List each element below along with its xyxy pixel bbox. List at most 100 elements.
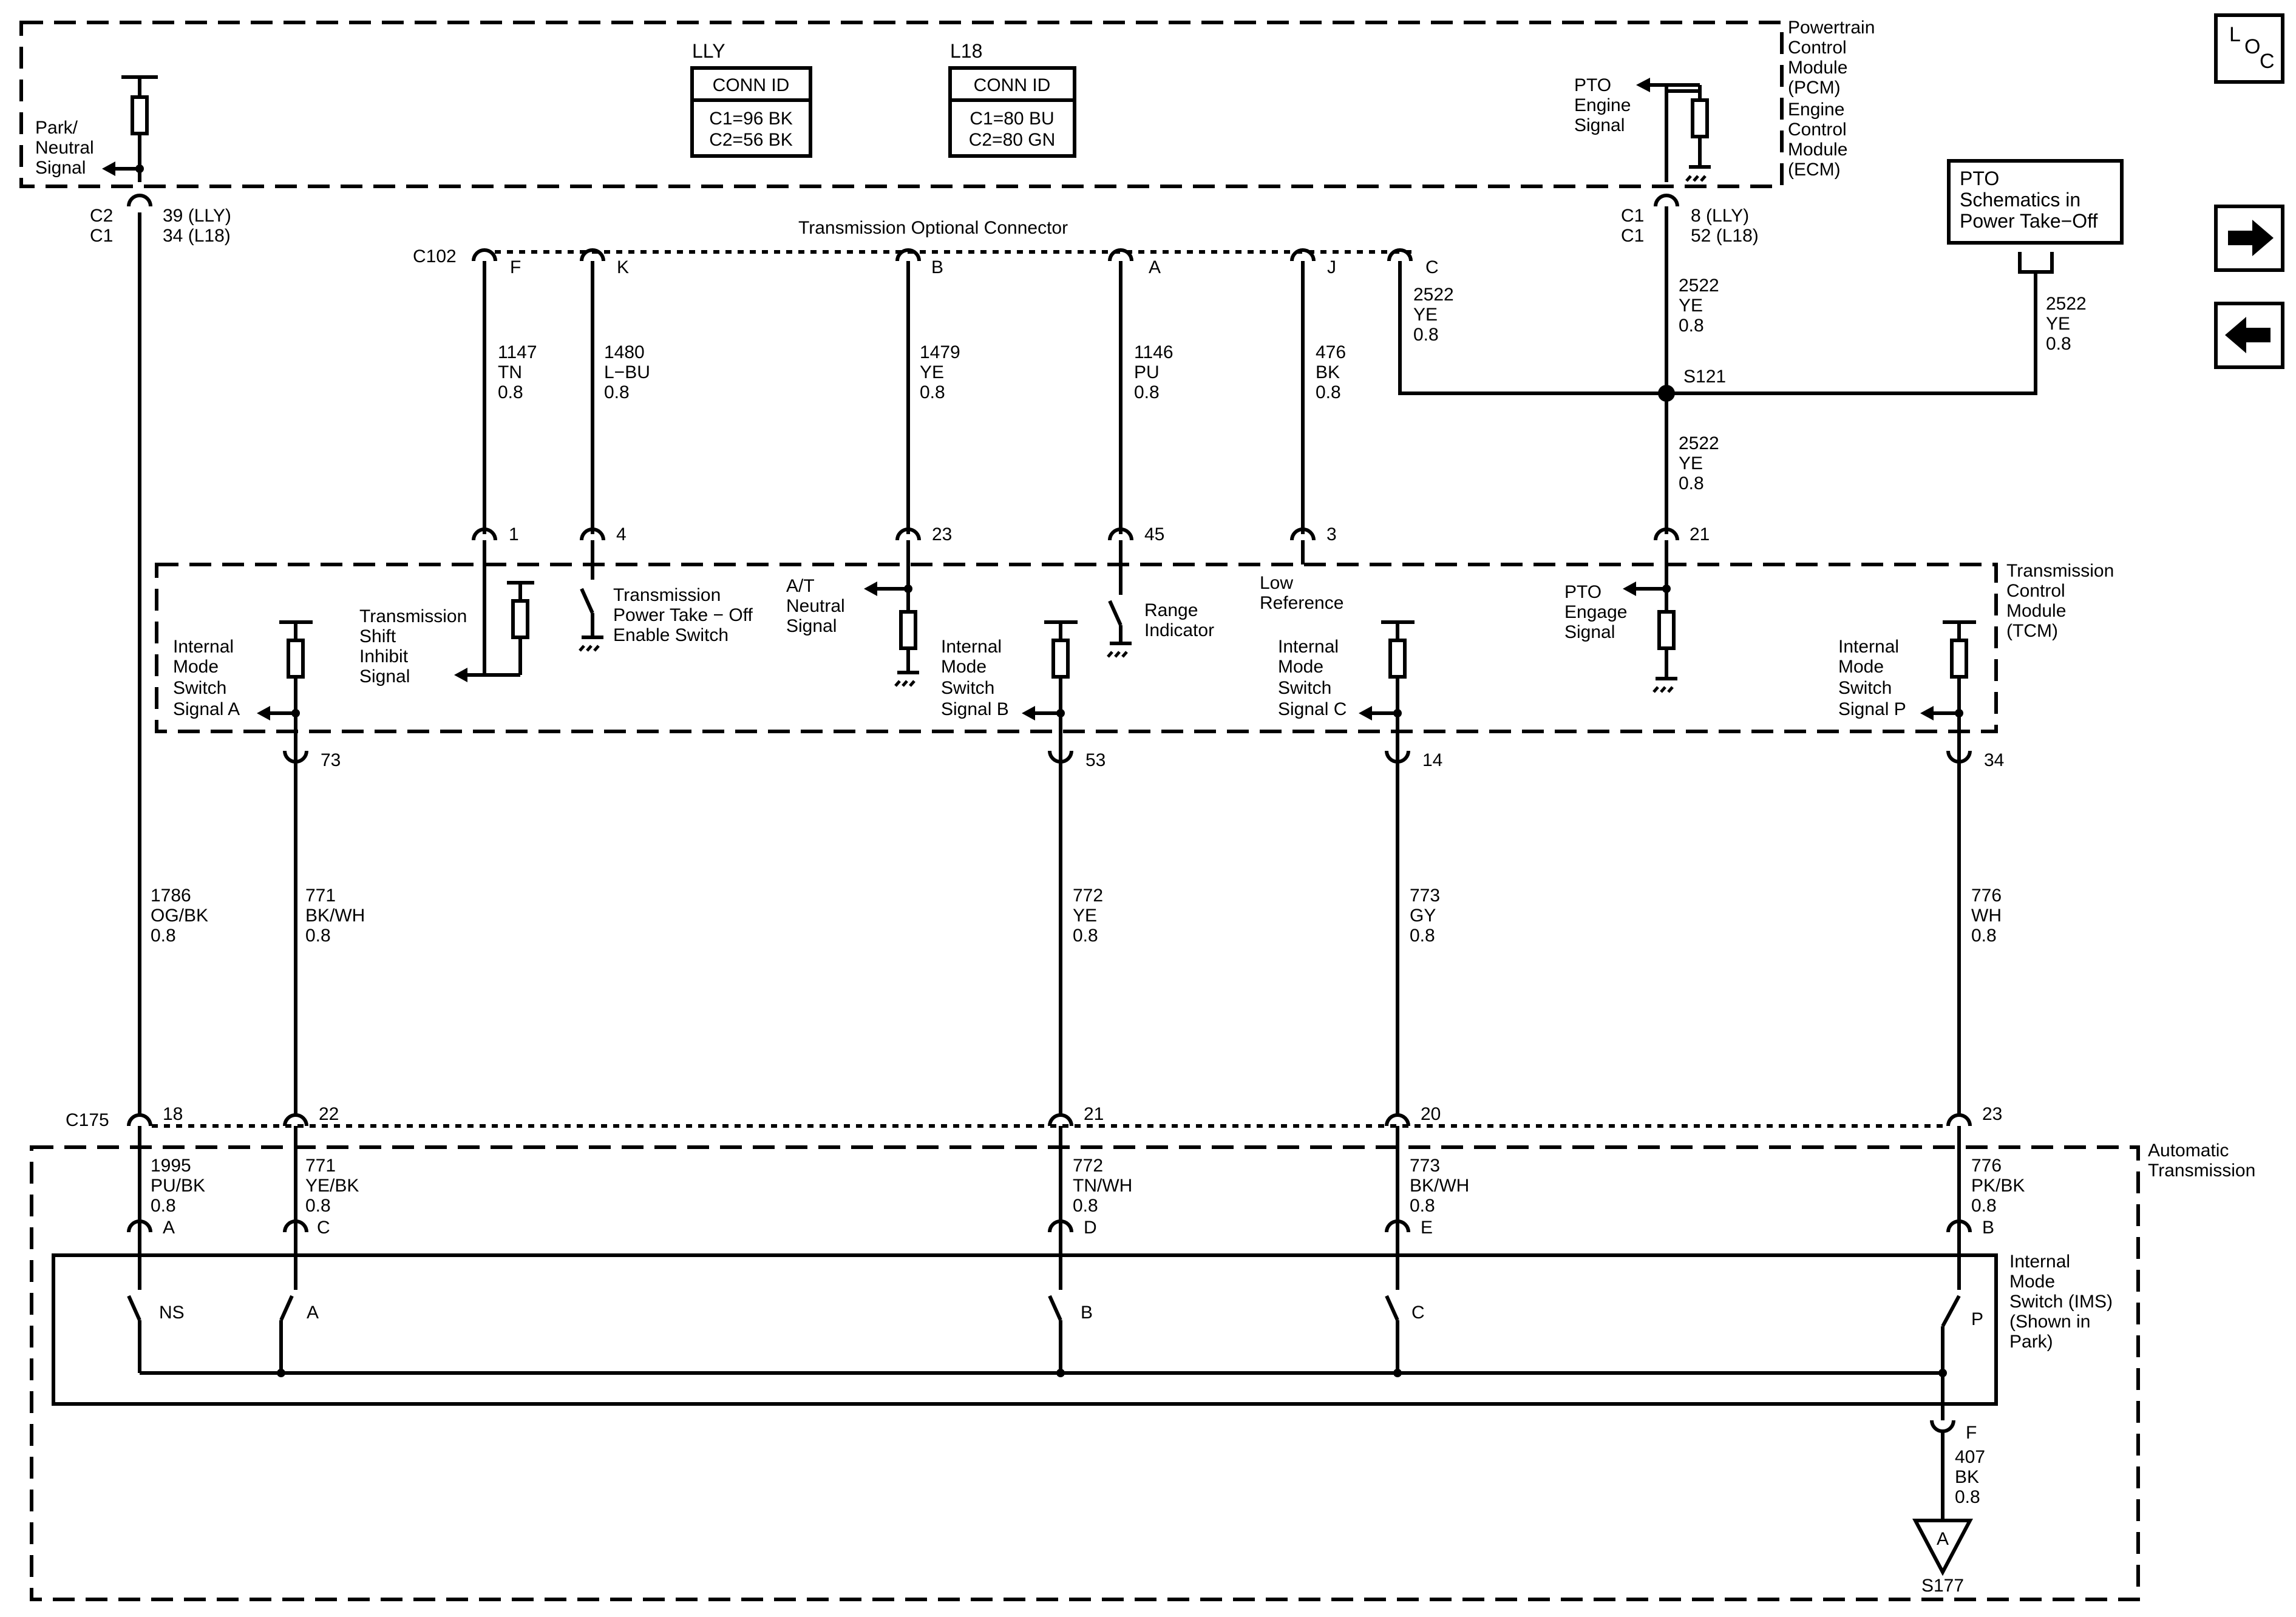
svg-text:0.8: 0.8 bbox=[1410, 926, 1435, 946]
svg-text:53: 53 bbox=[1085, 750, 1106, 770]
ims-signal-p-circuit bbox=[1920, 620, 1976, 759]
ground-triangle-icon bbox=[1912, 1519, 1973, 1576]
svg-text:C: C bbox=[1411, 1303, 1425, 1323]
svg-text:1: 1 bbox=[509, 524, 519, 544]
ims-signal-b-label: Internal Mode Switch Signal B bbox=[941, 637, 1009, 719]
connector-c175-label: C175 bbox=[66, 1110, 109, 1130]
ims-signal-a-circuit bbox=[257, 620, 313, 759]
ims-signal-c-circuit bbox=[1359, 620, 1415, 759]
svg-text:TN: TN bbox=[498, 362, 522, 382]
svg-text:Indicator: Indicator bbox=[1144, 620, 1214, 640]
svg-text:0.8: 0.8 bbox=[498, 382, 523, 402]
svg-text:21: 21 bbox=[1084, 1104, 1104, 1124]
ims-pin-labels: A C D E B bbox=[163, 1218, 1994, 1238]
svg-text:Inhibit: Inhibit bbox=[359, 646, 409, 666]
at-neutral-label: A/T Neutral Signal bbox=[786, 576, 845, 636]
svg-text:772: 772 bbox=[1073, 886, 1103, 906]
wire-407-label: 407 BK 0.8 bbox=[1955, 1447, 1985, 1507]
pcm-box bbox=[19, 21, 1784, 188]
svg-text:L−BU: L−BU bbox=[604, 362, 650, 382]
svg-text:772: 772 bbox=[1073, 1156, 1103, 1176]
svg-text:E: E bbox=[1421, 1218, 1433, 1238]
svg-text:A/T: A/T bbox=[786, 576, 815, 596]
svg-text:0.8: 0.8 bbox=[1413, 325, 1439, 345]
wire-776-lower-label: 776 PK/BK 0.8 bbox=[1971, 1156, 2025, 1216]
svg-text:Transmission: Transmission bbox=[2148, 1161, 2255, 1181]
pto-schematics-link[interactable]: PTO Schematics in Power Take−Off bbox=[1947, 159, 2124, 245]
svg-text:Schematics in: Schematics in bbox=[1960, 189, 2080, 211]
svg-text:Signal: Signal bbox=[1574, 115, 1625, 135]
svg-text:771: 771 bbox=[305, 886, 336, 906]
svg-text:Engine: Engine bbox=[1788, 100, 1844, 120]
svg-text:Power Take − Off: Power Take − Off bbox=[613, 605, 753, 625]
ims-box bbox=[52, 1253, 1998, 1406]
svg-text:0.8: 0.8 bbox=[151, 926, 176, 946]
svg-text:PTO: PTO bbox=[1564, 582, 1601, 602]
pcm-left-pin-labels: C2 C1 39 (LLY) 34 (L18) bbox=[90, 206, 231, 246]
wire-1995-label: 1995 PU/BK 0.8 bbox=[151, 1156, 205, 1216]
svg-text:YE: YE bbox=[1679, 296, 1703, 316]
svg-text:PK/BK: PK/BK bbox=[1971, 1176, 2025, 1196]
ims-signal-p-label: Internal Mode Switch Signal P bbox=[1838, 637, 1906, 719]
svg-text:Signal P: Signal P bbox=[1838, 699, 1906, 719]
svg-text:BK: BK bbox=[1316, 362, 1340, 382]
connector-c102-label: C102 bbox=[413, 246, 457, 266]
svg-text:(PCM): (PCM) bbox=[1788, 78, 1841, 98]
arrow-left-icon bbox=[1920, 706, 1934, 720]
svg-text:Low: Low bbox=[1260, 573, 1293, 593]
forward-button[interactable] bbox=[2214, 205, 2284, 272]
svg-text:CONN ID: CONN ID bbox=[713, 75, 790, 95]
loc-letter-o: O bbox=[2244, 35, 2260, 58]
svg-text:Signal: Signal bbox=[786, 616, 837, 636]
svg-text:Shift: Shift bbox=[359, 626, 396, 646]
svg-text:Internal: Internal bbox=[1278, 637, 1339, 657]
svg-text:J: J bbox=[1327, 257, 1336, 277]
svg-text:0.8: 0.8 bbox=[2046, 334, 2071, 354]
svg-text:52 (L18): 52 (L18) bbox=[1691, 226, 1759, 246]
svg-text:8 (LLY): 8 (LLY) bbox=[1691, 206, 1749, 226]
back-button[interactable] bbox=[2214, 302, 2284, 369]
svg-text:1995: 1995 bbox=[151, 1156, 191, 1176]
svg-text:2522: 2522 bbox=[1413, 285, 1454, 305]
svg-text:771: 771 bbox=[305, 1156, 336, 1176]
svg-text:Neutral: Neutral bbox=[786, 596, 845, 616]
svg-text:Mode: Mode bbox=[1838, 657, 1884, 677]
svg-text:Transmission: Transmission bbox=[613, 585, 721, 605]
svg-text:Neutral: Neutral bbox=[35, 138, 94, 158]
svg-text:L18: L18 bbox=[950, 40, 982, 62]
svg-text:YE: YE bbox=[1413, 305, 1438, 325]
ims-label: Internal Mode Switch (IMS) (Shown in Par… bbox=[2009, 1252, 2113, 1352]
svg-text:3: 3 bbox=[1326, 524, 1337, 544]
ims-signal-c-label: Internal Mode Switch Signal C bbox=[1278, 637, 1347, 719]
loc-letter-l: L bbox=[2229, 23, 2241, 46]
svg-text:0.8: 0.8 bbox=[1955, 1487, 1980, 1507]
ims-switches bbox=[127, 1238, 1961, 1377]
svg-text:0.8: 0.8 bbox=[1971, 926, 1997, 946]
lower-wires bbox=[138, 1126, 1961, 1238]
svg-text:0.8: 0.8 bbox=[920, 382, 945, 402]
pcm-right-pin-labels: C1 C1 8 (LLY) 52 (L18) bbox=[1621, 206, 1759, 246]
svg-text:K: K bbox=[617, 257, 629, 277]
svg-text:Mode: Mode bbox=[2009, 1272, 2055, 1292]
svg-text:Internal: Internal bbox=[173, 637, 234, 657]
svg-text:C: C bbox=[1425, 257, 1439, 277]
svg-text:B: B bbox=[931, 257, 943, 277]
loc-letter-c: C bbox=[2260, 50, 2275, 73]
c102-pins bbox=[472, 248, 1413, 262]
automatic-transmission-box bbox=[30, 1145, 2140, 1601]
svg-text:1480: 1480 bbox=[604, 342, 645, 362]
svg-text:Enable Switch: Enable Switch bbox=[613, 625, 729, 645]
svg-text:C1: C1 bbox=[90, 226, 113, 246]
ground-splice-label: S177 bbox=[1921, 1576, 1964, 1596]
svg-text:0.8: 0.8 bbox=[1410, 1196, 1435, 1216]
tcm-top-pins bbox=[472, 527, 1679, 564]
svg-text:21: 21 bbox=[1690, 524, 1710, 544]
loc-button[interactable]: L O C bbox=[2214, 13, 2284, 84]
svg-text:P: P bbox=[1971, 1309, 1983, 1329]
svg-text:Switch: Switch bbox=[941, 678, 994, 698]
svg-text:C: C bbox=[317, 1218, 330, 1238]
svg-text:C2: C2 bbox=[90, 206, 113, 226]
svg-text:773: 773 bbox=[1410, 886, 1440, 906]
svg-text:Signal C: Signal C bbox=[1278, 699, 1347, 719]
